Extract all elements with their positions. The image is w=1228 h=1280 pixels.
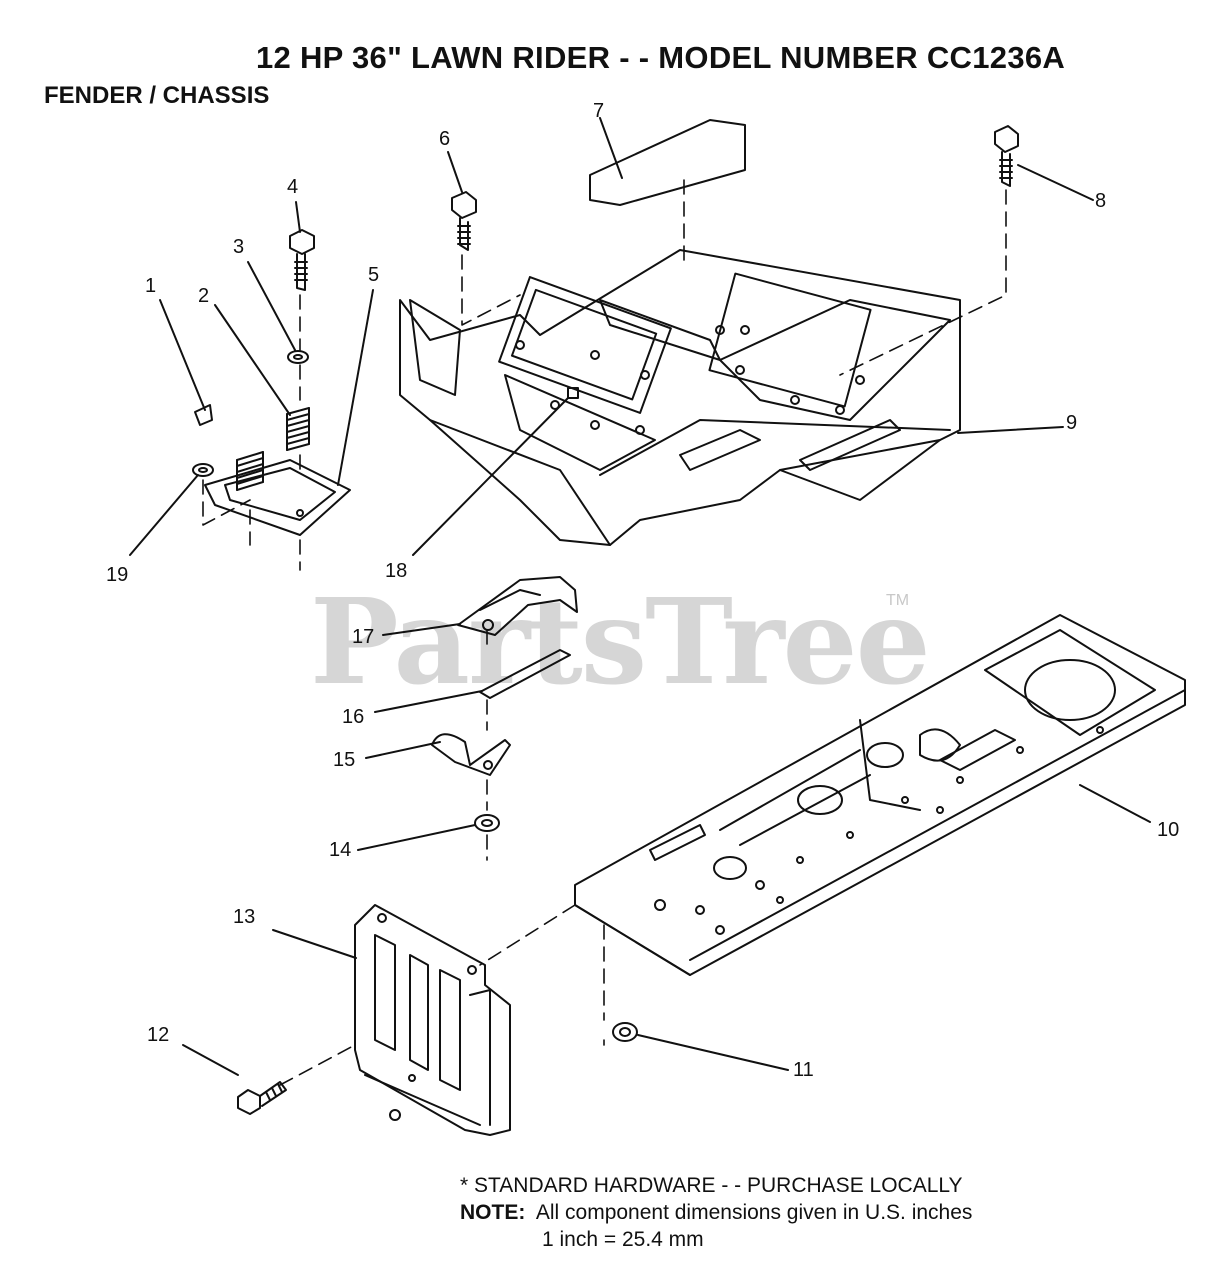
- callout-2: 2: [198, 285, 210, 307]
- callout-9: 9: [1066, 412, 1078, 434]
- callout-8: 8: [1095, 190, 1107, 212]
- part-9-fender[interactable]: [399, 249, 961, 546]
- conversion-note: 1 inch = 25.4 mm: [542, 1228, 704, 1251]
- callout-11: 11: [793, 1059, 814, 1081]
- watermark-logo: PartsTree: [310, 572, 931, 711]
- callout-4: 4: [287, 176, 299, 198]
- part-7-decal[interactable]: [589, 119, 746, 206]
- part-14-nut[interactable]: [474, 814, 500, 832]
- callout-17: 17: [352, 626, 375, 648]
- callout-6: 6: [439, 128, 451, 150]
- callout-19: 19: [106, 564, 129, 586]
- alignment-lines: [202, 179, 1007, 1086]
- callout-18: 18: [385, 560, 408, 582]
- callout-16: 16: [342, 706, 365, 728]
- callout-13: 13: [233, 906, 256, 928]
- part-6-bolt[interactable]: [451, 191, 477, 251]
- part-16-strap[interactable]: [479, 649, 571, 699]
- callout-15: 15: [333, 749, 356, 771]
- part-19-nut[interactable]: [192, 463, 214, 477]
- callout-5: 5: [368, 264, 380, 286]
- part-17-bracket[interactable]: [457, 576, 578, 636]
- callout-1: 1: [145, 275, 157, 297]
- part-8-bolt[interactable]: [994, 125, 1019, 187]
- part-4-bolt[interactable]: [289, 229, 315, 291]
- callout-14: 14: [329, 839, 352, 861]
- part-12-bolt[interactable]: [237, 1081, 287, 1115]
- callout-3: 3: [233, 236, 245, 258]
- part-2-spring[interactable]: [286, 407, 310, 451]
- diagram-title: 12 HP 36" LAWN RIDER - - MODEL NUMBER CC…: [256, 40, 1066, 75]
- part-13-hitch-plate[interactable]: [354, 904, 511, 1136]
- part-5-seat-plate[interactable]: [204, 451, 351, 536]
- watermark-trademark: TM: [886, 592, 910, 609]
- callout-10: 10: [1157, 819, 1180, 841]
- note-label: NOTE:: [460, 1201, 526, 1224]
- standard-hardware-note: * STANDARD HARDWARE - - PURCHASE LOCALLY: [460, 1174, 963, 1197]
- footer-notes: * STANDARD HARDWARE - - PURCHASE LOCALLY…: [460, 1172, 972, 1253]
- diagram-subtitle: FENDER / CHASSIS: [44, 82, 270, 109]
- part-15-clamp[interactable]: [431, 733, 511, 776]
- part-1-clip[interactable]: [194, 404, 213, 426]
- dimensions-note: NOTE: All component dimensions given in …: [460, 1199, 972, 1226]
- callout-12: 12: [147, 1024, 170, 1046]
- part-10-chassis-frame[interactable]: [574, 614, 1186, 976]
- note-text: All component dimensions given in U.S. i…: [535, 1201, 973, 1224]
- callout-7: 7: [593, 100, 605, 122]
- part-11-nut[interactable]: [612, 1022, 638, 1042]
- part-3-washer[interactable]: [287, 350, 309, 364]
- leader-lines: [129, 117, 1151, 1076]
